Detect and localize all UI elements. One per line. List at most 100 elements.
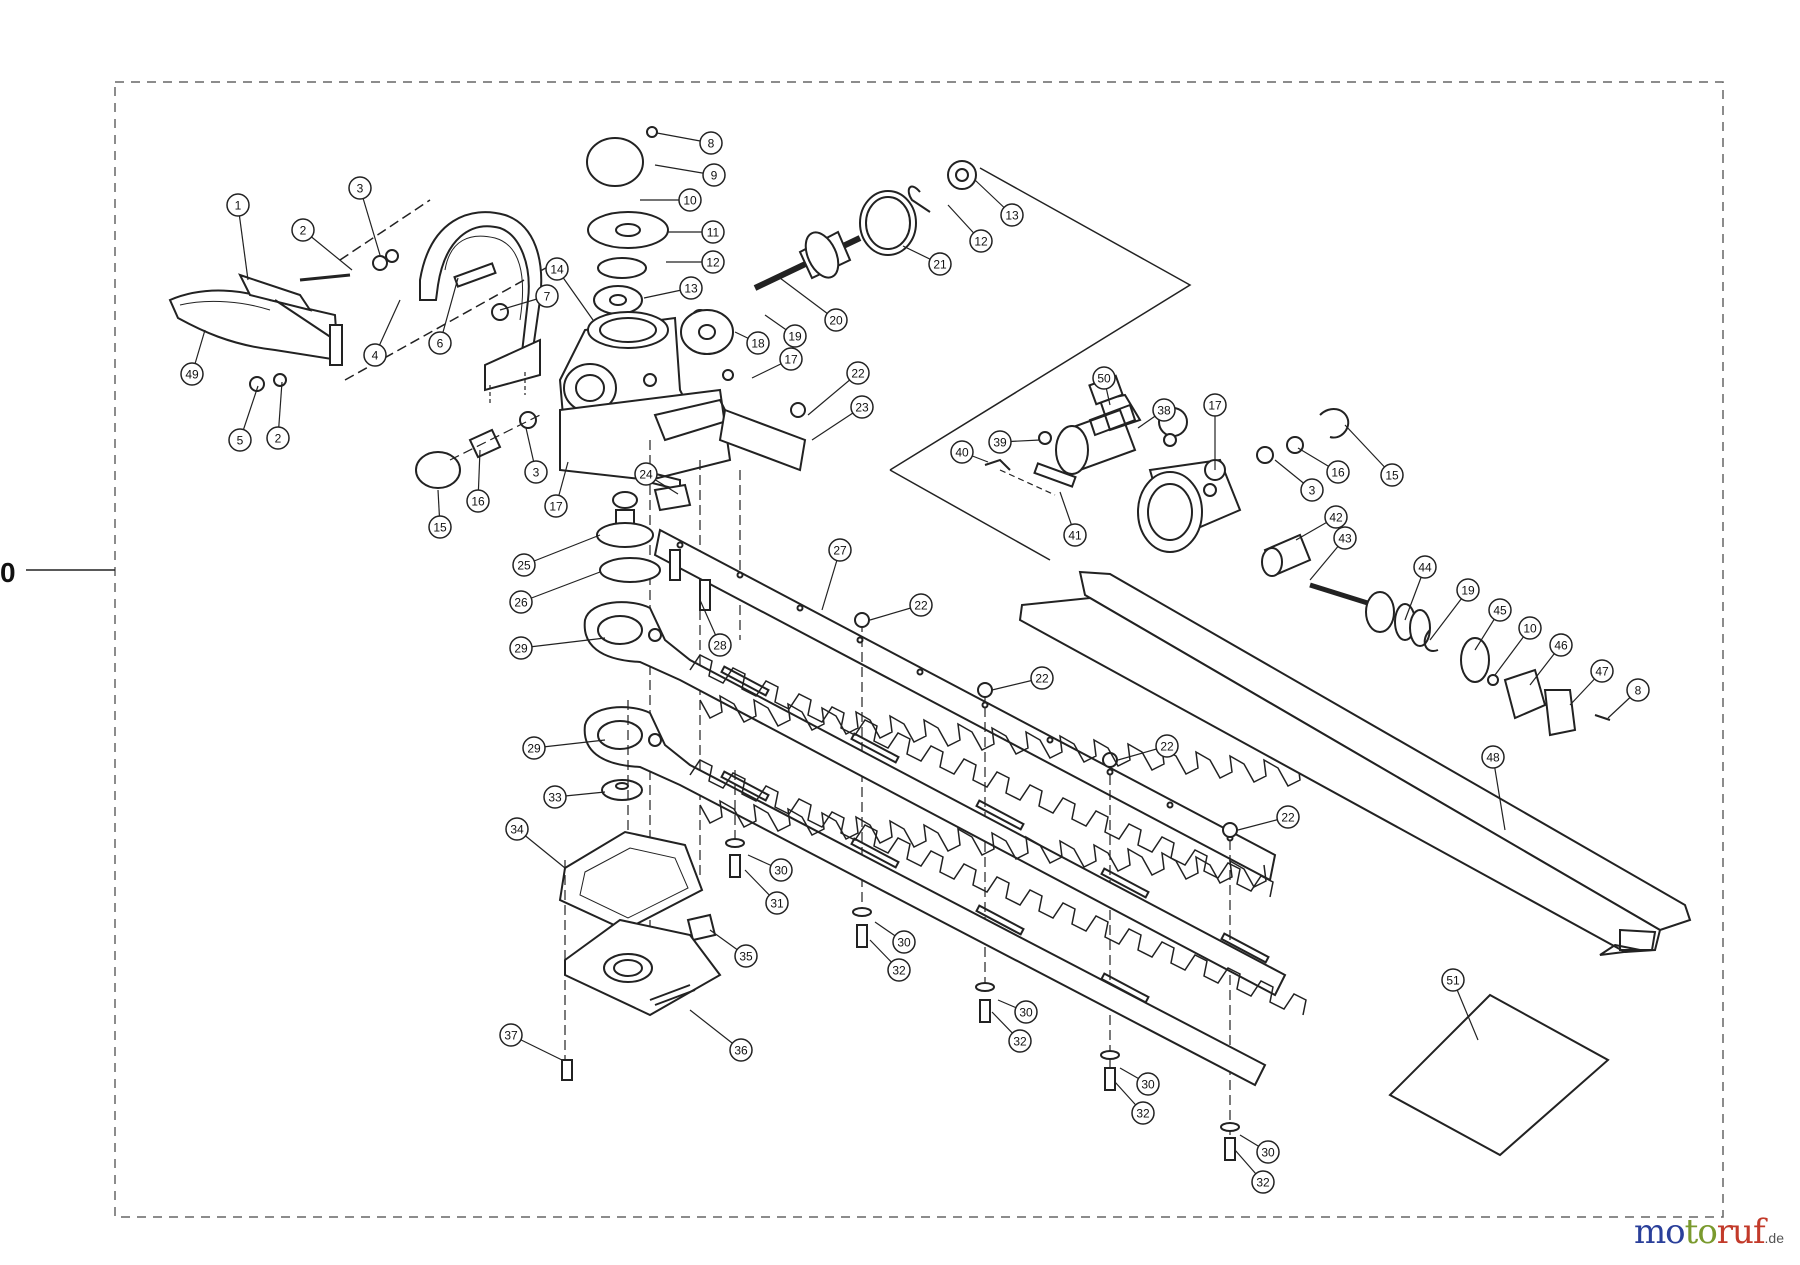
callout-13: 13 <box>643 276 703 300</box>
callout-42: 42 <box>1295 505 1348 541</box>
callout-number: 45 <box>1493 604 1507 618</box>
callout-47: 47 <box>1569 659 1614 706</box>
callout-number: 10 <box>683 194 697 208</box>
callout-circle <box>1300 478 1324 502</box>
callout-31: 31 <box>744 869 789 915</box>
callout-27: 27 <box>821 538 852 611</box>
callout-circle <box>928 252 952 276</box>
callout-circle <box>1131 1101 1155 1125</box>
callout-number: 7 <box>544 290 551 304</box>
callout-number: 21 <box>933 258 947 272</box>
callout-number: 12 <box>974 235 988 249</box>
callout-8: 8 <box>656 131 723 155</box>
callout-circle <box>1518 616 1542 640</box>
callout-circle <box>1251 1170 1275 1194</box>
callout-circle <box>1380 463 1404 487</box>
callout-number: 30 <box>1141 1078 1155 1092</box>
callout-circle <box>522 736 546 760</box>
callout-17: 17 <box>544 461 569 518</box>
callout-number: 16 <box>471 495 485 509</box>
watermark-part: ruf <box>1716 1212 1766 1252</box>
callout-leader <box>237 204 249 281</box>
callout-circle <box>969 229 993 253</box>
callout-number: 22 <box>1160 740 1174 754</box>
callout-30: 30 <box>1119 1067 1160 1096</box>
callout-circle <box>1326 460 1350 484</box>
callout-circle <box>499 1023 523 1047</box>
callout-circle <box>708 633 732 657</box>
callout-number: 26 <box>514 596 528 610</box>
callout-circle <box>679 276 703 300</box>
blade-nuts <box>790 402 1238 838</box>
callout-number: 30 <box>774 864 788 878</box>
callout-circle <box>1549 633 1573 657</box>
callout-circle <box>1456 578 1480 602</box>
callout-number: 44 <box>1418 561 1432 575</box>
callout-leader <box>523 534 601 566</box>
callout-circle <box>699 131 723 155</box>
callout-circle <box>988 430 1012 454</box>
callout-circle <box>1590 659 1614 683</box>
callout-circle <box>1256 1140 1280 1164</box>
callout-43: 43 <box>1309 526 1357 581</box>
callout-34: 34 <box>505 817 566 869</box>
callout-circle <box>1324 505 1348 529</box>
callout-number: 3 <box>533 466 540 480</box>
callout-17: 17 <box>751 347 803 379</box>
callout-circle <box>428 331 452 355</box>
callout-3: 3 <box>524 427 548 484</box>
callout-22: 22 <box>807 361 870 416</box>
callout-number: 51 <box>1446 974 1460 988</box>
callout-circle <box>734 944 758 968</box>
callout-22: 22 <box>869 593 933 621</box>
callout-22: 22 <box>991 666 1054 691</box>
callout-circle <box>634 462 658 486</box>
callout-circle <box>509 590 533 614</box>
callout-32: 32 <box>1114 1081 1155 1125</box>
lower-cutter-blade <box>583 706 1307 1087</box>
callout-number: 32 <box>1256 1176 1270 1190</box>
callout-circle <box>524 460 548 484</box>
subassembly-bracket <box>889 167 1192 561</box>
callout-circle <box>1030 666 1054 690</box>
callout-circle <box>1626 678 1650 702</box>
callout-9: 9 <box>654 163 726 187</box>
callout-number: 12 <box>706 256 720 270</box>
callout-number: 1 <box>235 199 242 213</box>
blade-bolts-and-washers <box>669 549 1240 1161</box>
label-sheet <box>1388 993 1610 1157</box>
callout-number: 13 <box>684 282 698 296</box>
callout-25: 25 <box>512 534 601 577</box>
callout-number: 27 <box>833 544 847 558</box>
callout-7: 7 <box>499 284 559 311</box>
callout-35: 35 <box>709 929 758 968</box>
callout-leader <box>520 637 606 649</box>
callout-28: 28 <box>699 599 732 657</box>
callout-number: 36 <box>734 1044 748 1058</box>
callout-19: 19 <box>764 314 807 348</box>
callout-number: 33 <box>548 791 562 805</box>
callout-number: 5 <box>237 434 244 448</box>
callout-circle <box>1092 366 1116 390</box>
callout-6: 6 <box>428 277 459 355</box>
callout-11: 11 <box>668 220 725 244</box>
callout-circle <box>535 284 559 308</box>
clip-and-pin <box>596 483 692 583</box>
callout-30: 30 <box>874 921 916 954</box>
callout-circle <box>466 489 490 513</box>
callout-1: 1 <box>226 193 250 281</box>
watermark-part: mo <box>1633 1212 1686 1252</box>
callout-26: 26 <box>509 571 601 614</box>
callout-circle <box>1014 1000 1038 1024</box>
callout-39: 39 <box>988 430 1041 454</box>
callout-29: 29 <box>509 636 606 660</box>
callout-number: 24 <box>639 468 653 482</box>
callout-circle <box>363 343 387 367</box>
callout-number: 13 <box>1005 209 1019 223</box>
callout-number: 50 <box>1097 372 1111 386</box>
callout-number: 40 <box>955 446 969 460</box>
callout-circle <box>701 220 725 244</box>
callout-number: 29 <box>514 642 528 656</box>
